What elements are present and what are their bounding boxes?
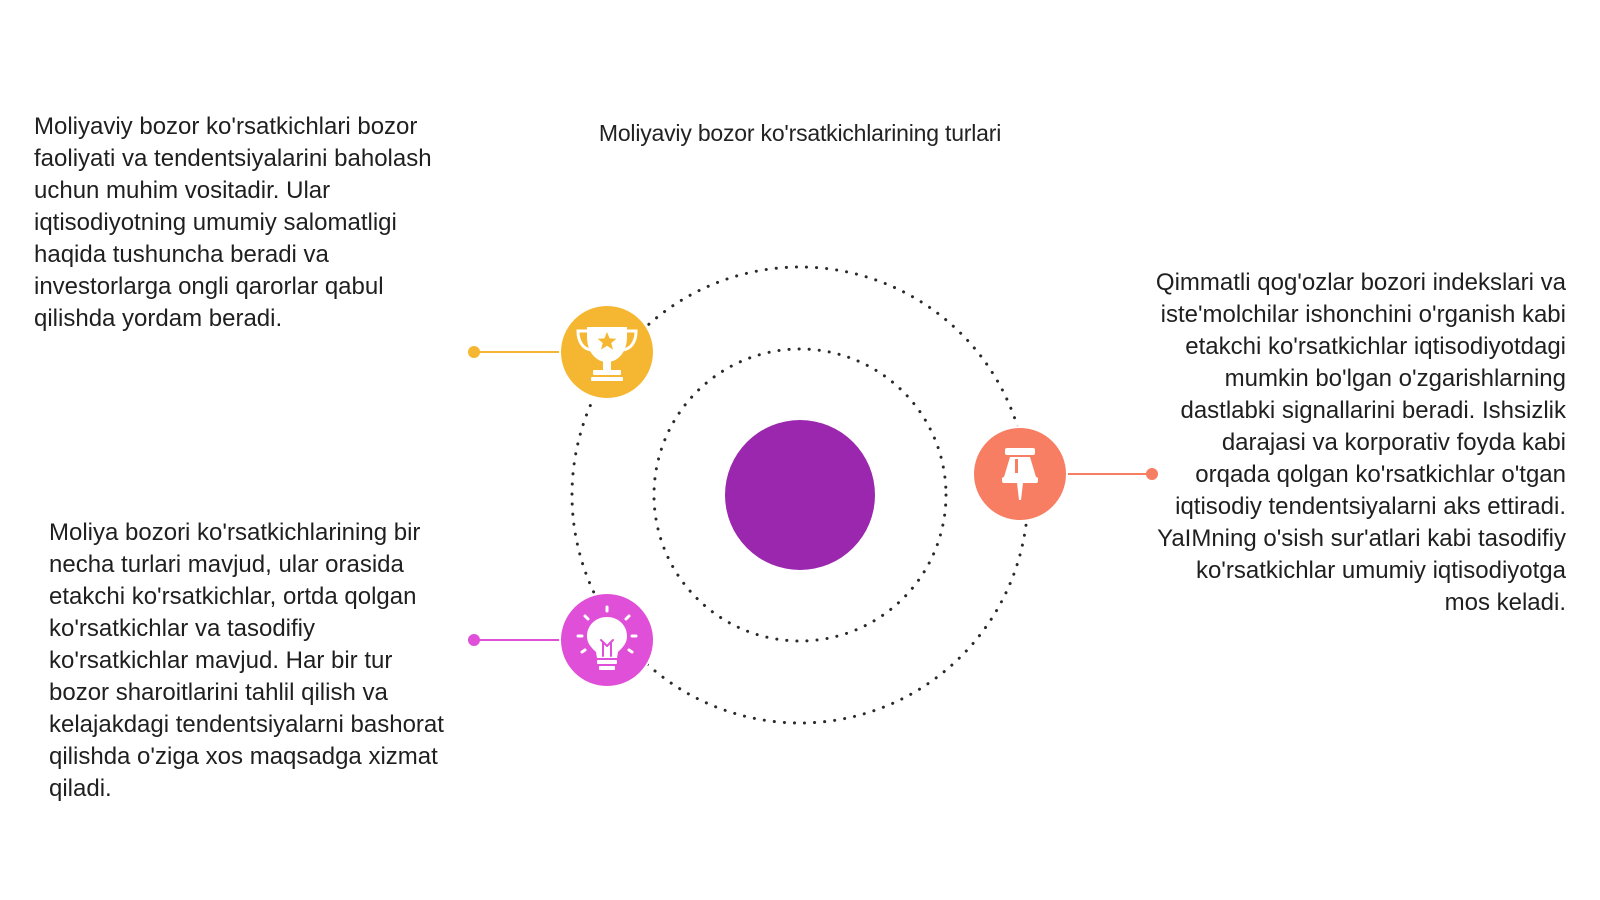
center-circle [725, 420, 875, 570]
bulb-node [559, 592, 655, 688]
trophy-icon [576, 327, 638, 381]
diagram-title: Moliyaviy bozor ko'rsatkichlarining turl… [598, 120, 1002, 146]
text-block-bottom-left: Moliya bozori ko'rsatkichlarining bir ne… [49, 517, 454, 805]
trophy-node [559, 304, 655, 400]
trophy-connector [468, 346, 560, 358]
pushpin-icon [1002, 448, 1038, 500]
pin-node [972, 426, 1068, 522]
text-block-top-left: Moliyaviy bozor ko'rsatkichlari bozor fa… [34, 111, 454, 335]
pin-connector [1066, 468, 1158, 480]
text-right: Qimmatli qog'ozlar bozori indekslari va … [1155, 269, 1566, 616]
lightbulb-icon [576, 605, 638, 670]
text-block-right: Qimmatli qog'ozlar bozori indekslari va … [1146, 267, 1566, 619]
text-bottom-left: Moliya bozori ko'rsatkichlarining bir ne… [49, 519, 444, 802]
text-top-left: Moliyaviy bozor ko'rsatkichlari bozor fa… [34, 113, 432, 332]
bulb-connector [468, 634, 560, 646]
inner-orbit-ring [652, 347, 948, 643]
